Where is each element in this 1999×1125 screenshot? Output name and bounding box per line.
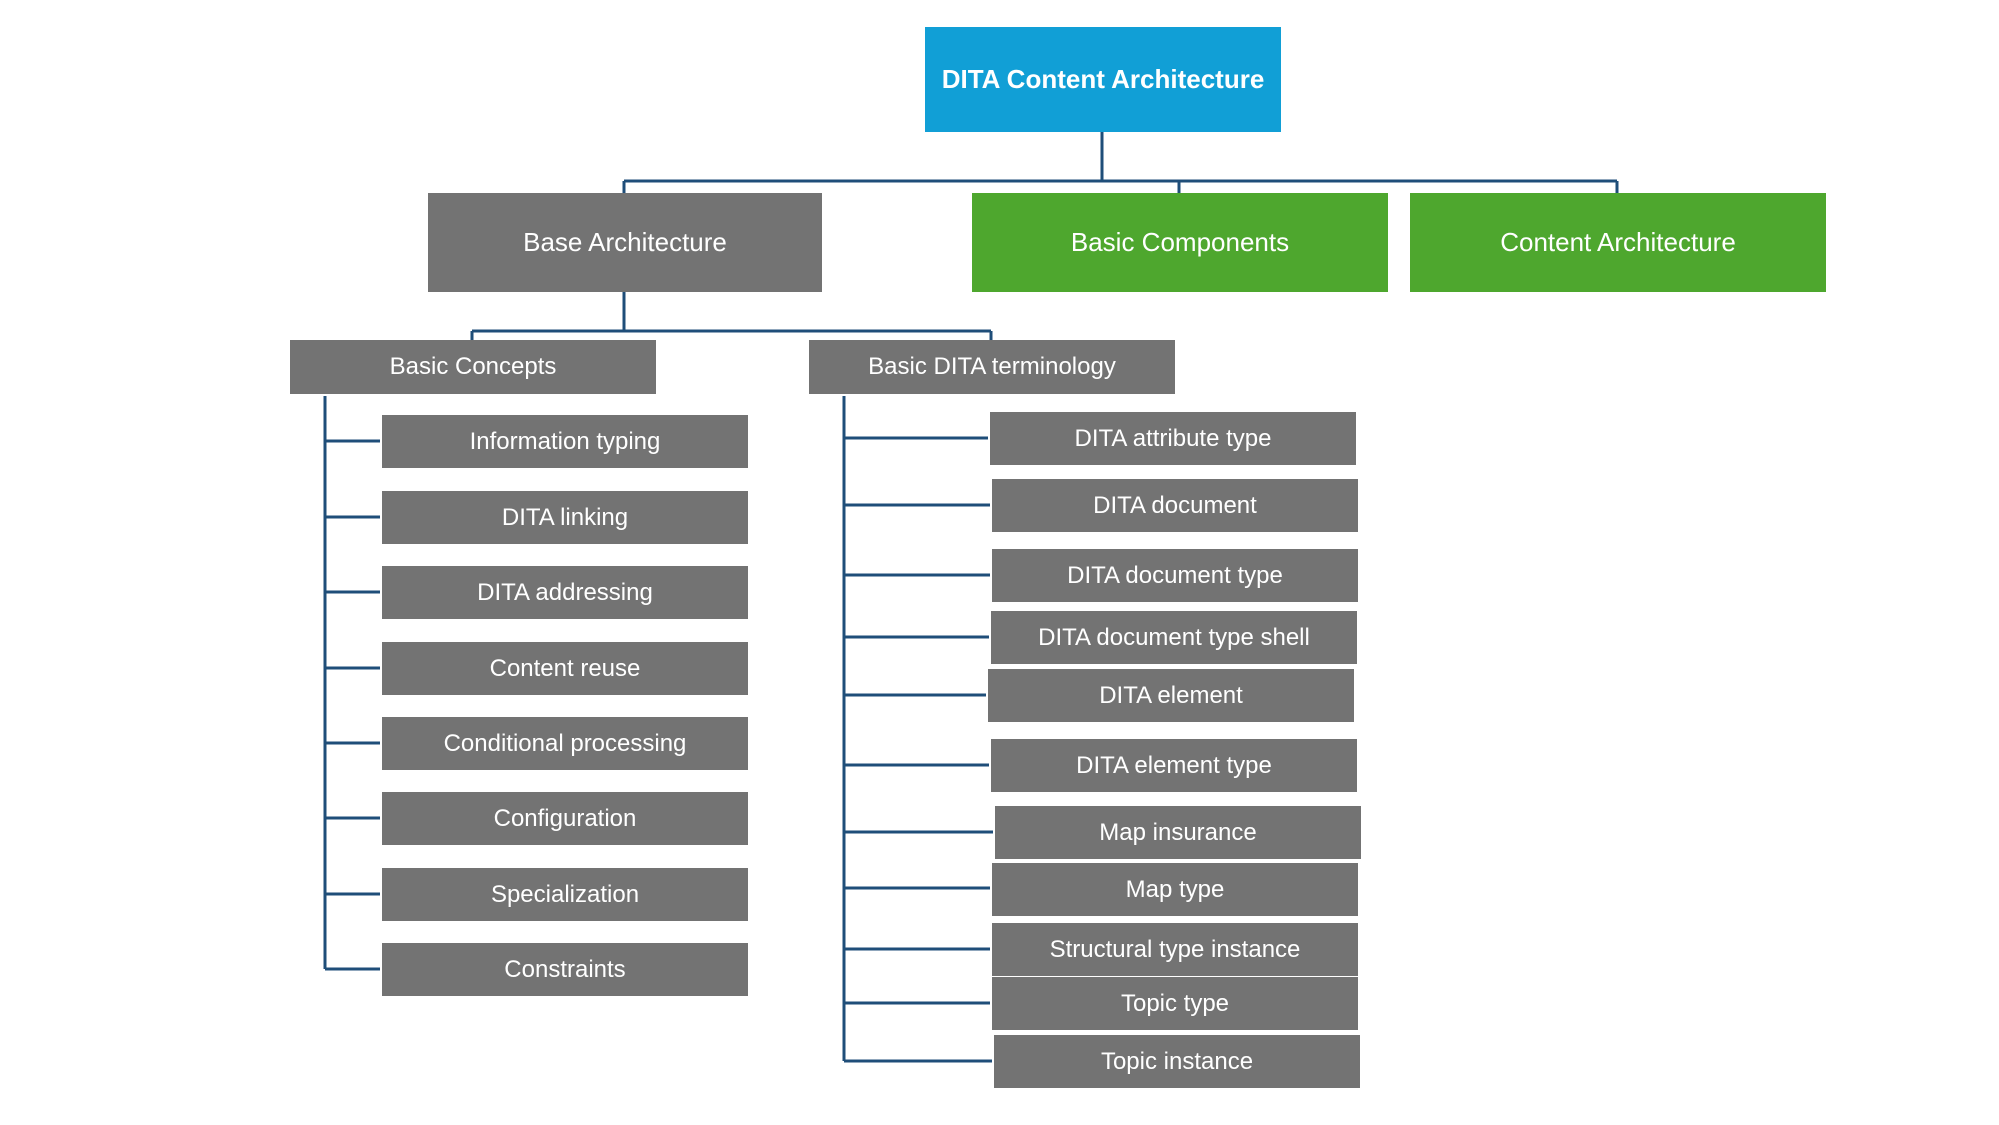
node-term-dita-document-type-shell: DITA document type shell [991, 611, 1357, 664]
node-term-label: DITA element type [1076, 751, 1272, 779]
node-basic-components-label: Basic Components [1070, 227, 1290, 257]
node-basic-dita-terminology-label: Basic DITA terminology [868, 353, 1116, 380]
node-concept-configuration: Configuration [382, 792, 748, 845]
node-term-label: DITA element [1099, 681, 1243, 709]
node-concept-label: Constraints [504, 955, 626, 983]
node-concept-dita-addressing: DITA addressing [382, 566, 748, 619]
node-term-dita-document-type: DITA document type [992, 549, 1358, 602]
node-term-map-insurance: Map insurance [995, 806, 1361, 859]
node-basic-concepts-label: Basic Concepts [389, 353, 557, 380]
node-content-architecture-label: Content Architecture [1500, 227, 1736, 257]
node-concept-label: Conditional processing [443, 729, 687, 757]
node-term-label: Map insurance [1099, 818, 1257, 846]
node-term-label: DITA document type [1067, 561, 1283, 589]
node-term-dita-element-type: DITA element type [991, 739, 1357, 792]
node-term-label: DITA document type shell [1038, 623, 1310, 651]
node-concept-label: Information typing [469, 427, 661, 455]
node-concept-information-typing: Information typing [382, 415, 748, 468]
node-term-label: DITA attribute type [1074, 424, 1272, 452]
node-concept-label: Configuration [493, 804, 637, 832]
node-content-architecture: Content Architecture [1410, 193, 1826, 292]
node-term-label: DITA document [1093, 491, 1257, 519]
node-term-dita-document: DITA document [992, 479, 1358, 532]
node-basic-dita-terminology: Basic DITA terminology [809, 340, 1175, 394]
node-concept-constraints: Constraints [382, 943, 748, 996]
node-term-label: Map type [1125, 875, 1225, 903]
node-term-dita-element: DITA element [988, 669, 1354, 722]
node-root: DITA Content Architecture [925, 27, 1281, 132]
node-concept-conditional-processing: Conditional processing [382, 717, 748, 770]
node-concept-label: Specialization [490, 880, 640, 908]
node-term-label: Topic type [1120, 989, 1230, 1017]
node-term-dita-attribute-type: DITA attribute type [990, 412, 1356, 465]
node-concept-label: Content reuse [489, 654, 641, 682]
node-concept-specialization: Specialization [382, 868, 748, 921]
node-term-topic-instance: Topic instance [994, 1035, 1360, 1088]
node-term-label: Topic instance [1100, 1047, 1254, 1075]
node-term-map-type: Map type [992, 863, 1358, 916]
node-basic-components: Basic Components [972, 193, 1388, 292]
node-concept-label: DITA addressing [477, 578, 653, 606]
node-concept-label: DITA linking [501, 503, 629, 531]
node-term-label: Structural type instance [1049, 935, 1301, 963]
node-concept-dita-linking: DITA linking [382, 491, 748, 544]
node-base-architecture: Base Architecture [428, 193, 822, 292]
node-root-label: DITA Content Architecture [941, 64, 1265, 94]
node-term-structural-type-instance: Structural type instance [992, 923, 1358, 976]
node-basic-concepts: Basic Concepts [290, 340, 656, 394]
node-concept-content-reuse: Content reuse [382, 642, 748, 695]
node-base-architecture-label: Base Architecture [523, 227, 727, 257]
node-term-topic-type: Topic type [992, 977, 1358, 1030]
